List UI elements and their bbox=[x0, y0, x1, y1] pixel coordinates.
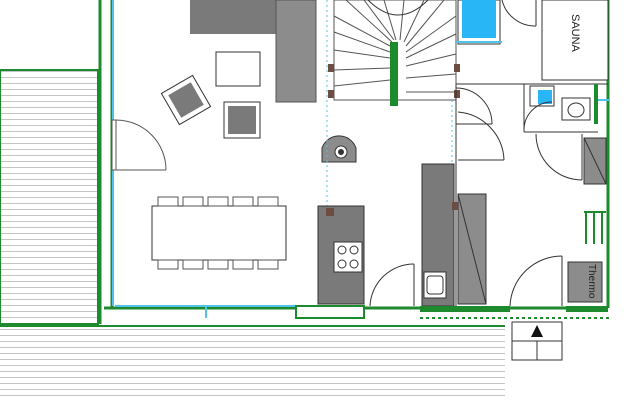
sauna-label: SAUNA bbox=[569, 14, 581, 53]
washroom bbox=[529, 85, 610, 121]
entrance-arrow-icon bbox=[531, 325, 543, 337]
glass-walls bbox=[112, 0, 296, 318]
thermo-unit: Thermo bbox=[567, 261, 603, 303]
sink-icon bbox=[423, 271, 447, 299]
staircase bbox=[328, 0, 460, 106]
bottom-wall bbox=[295, 305, 610, 319]
sofa bbox=[190, 0, 317, 103]
left-terrace bbox=[0, 69, 99, 325]
dining-chairs-bottom bbox=[157, 259, 279, 270]
stove-icon bbox=[333, 241, 363, 273]
armchair-rotated bbox=[160, 74, 212, 126]
radiator bbox=[584, 211, 606, 244]
bathtub bbox=[456, 0, 502, 45]
fireplace-icon bbox=[321, 135, 357, 163]
thermo-label: Thermo bbox=[586, 264, 597, 299]
sauna-room: SAUNA bbox=[501, 0, 609, 81]
kitchen-counter bbox=[421, 163, 455, 307]
utility-cabinet bbox=[583, 137, 607, 185]
armchair bbox=[223, 101, 261, 139]
dining-table bbox=[151, 196, 287, 270]
interior-walls bbox=[455, 83, 608, 306]
terrace-door bbox=[111, 119, 167, 171]
entrance-steps bbox=[511, 321, 563, 361]
wardrobe bbox=[452, 193, 487, 305]
coffee-table bbox=[215, 51, 261, 87]
toilet-icon bbox=[561, 97, 591, 121]
kitchen-island bbox=[317, 205, 365, 305]
dining-chairs-top bbox=[157, 196, 279, 207]
bottom-terrace bbox=[0, 325, 505, 400]
doors bbox=[369, 87, 583, 307]
wall-stub-green bbox=[594, 84, 598, 124]
